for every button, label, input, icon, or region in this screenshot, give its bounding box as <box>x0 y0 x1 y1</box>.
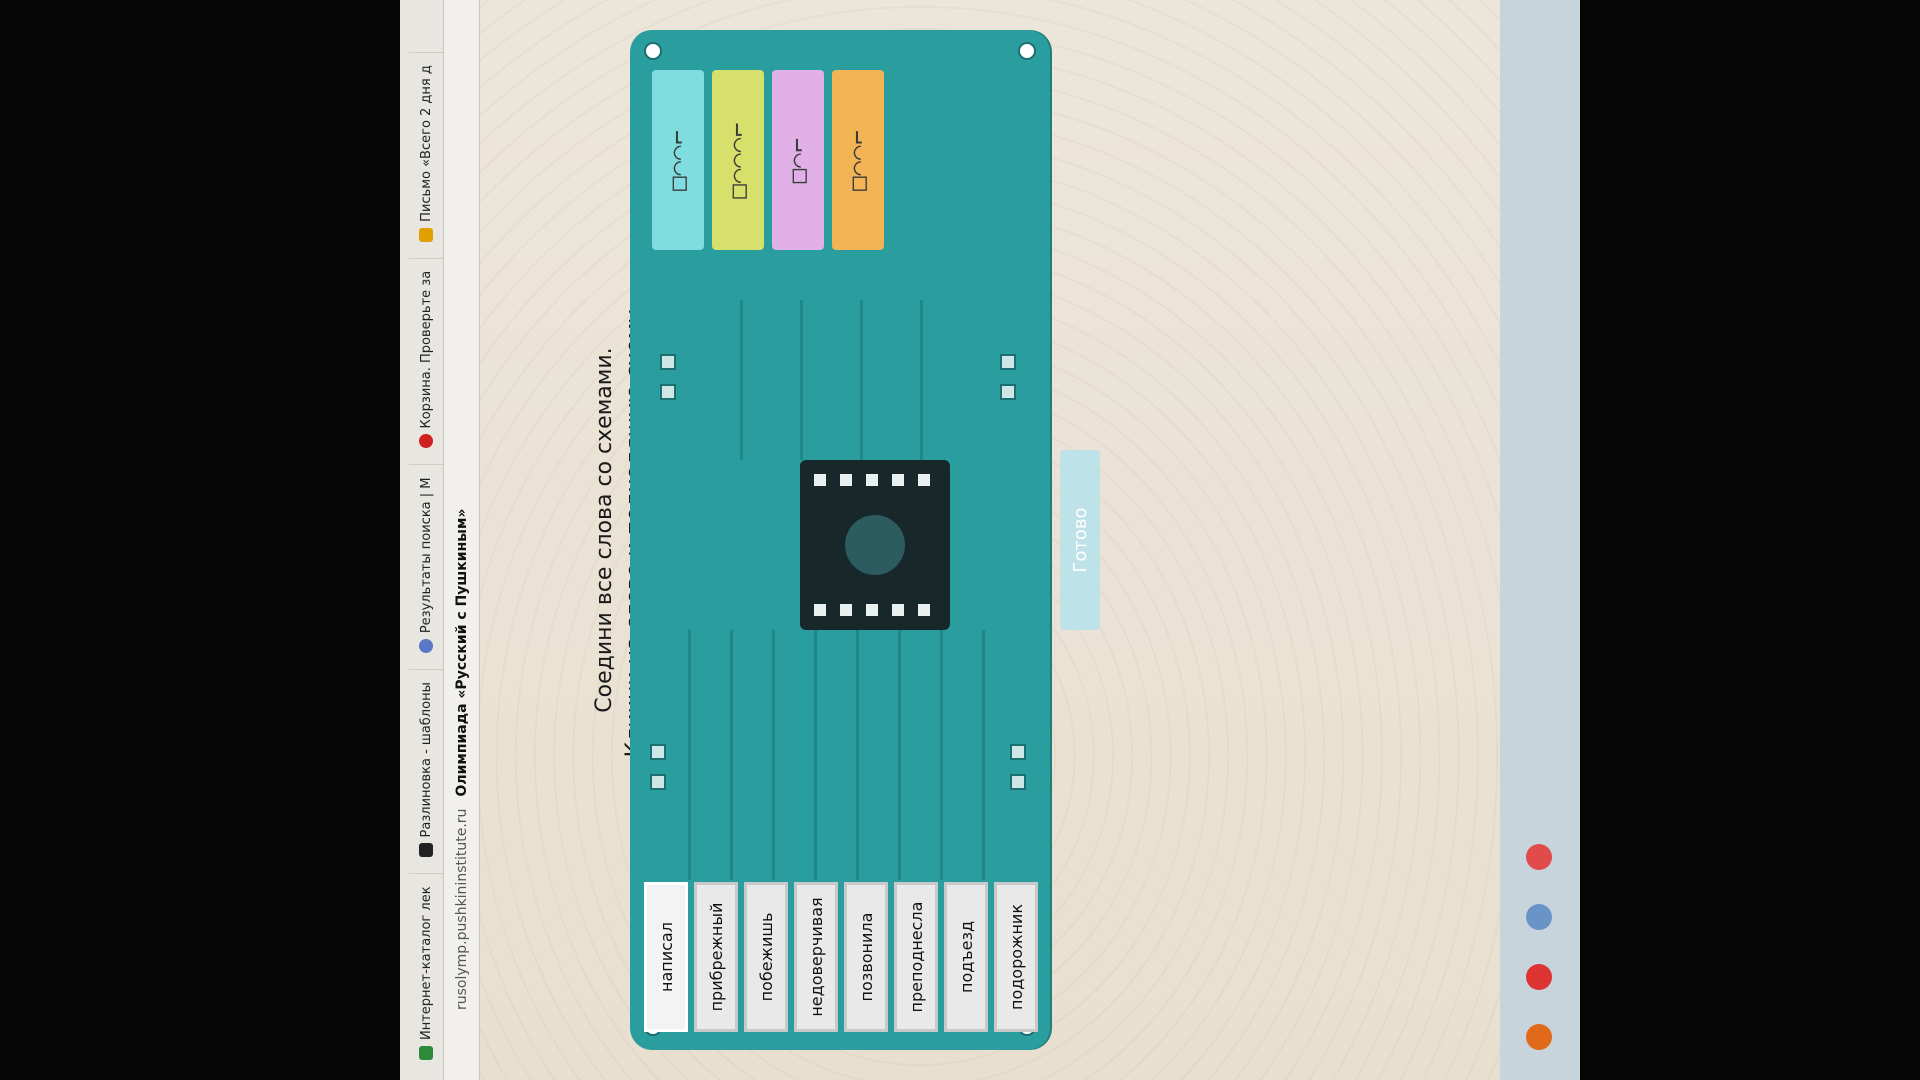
scheme-option-3[interactable]: □⌒⌐ <box>772 70 824 250</box>
board-component <box>650 774 666 790</box>
url-text[interactable]: rusolymp.pushkininstitute.ru <box>453 808 470 1010</box>
chip-pad <box>918 604 930 616</box>
board-component <box>650 744 666 760</box>
word-option[interactable]: подорожник <box>994 882 1038 1032</box>
browser-icon[interactable] <box>1526 1024 1552 1050</box>
circuit-trace <box>688 630 691 880</box>
done-button[interactable]: Готово <box>1060 450 1100 630</box>
tab-favicon-icon <box>419 843 433 858</box>
board-component <box>1010 744 1026 760</box>
circuit-trace <box>856 630 859 880</box>
word-option[interactable]: подъезд <box>944 882 988 1032</box>
mail-icon <box>419 227 433 242</box>
circuit-trace <box>940 630 943 880</box>
browser-tab-catalog[interactable]: Интернет-каталог лек <box>409 873 443 1072</box>
circuit-trace <box>730 630 733 880</box>
circuit-trace <box>800 300 803 460</box>
center-chip <box>800 460 950 630</box>
page-content: Соедини все слова со схемами. Кликни на … <box>480 0 1580 1080</box>
browser-tab-templates[interactable]: Разлиновка - шаблоны <box>409 669 443 870</box>
chip-pad <box>840 474 852 486</box>
monitor-screen: Интернет-каталог лек Разлиновка - шаблон… <box>400 0 1580 1080</box>
word-option[interactable]: побежишь <box>744 882 788 1032</box>
word-option[interactable]: написал <box>644 882 688 1032</box>
word-option[interactable]: позвонила <box>844 882 888 1032</box>
circuit-trace <box>898 630 901 880</box>
robot-logo-icon <box>845 515 905 575</box>
scheme-option-4[interactable]: □⌒⌒⌐ <box>832 70 884 250</box>
browser-tab-bar: Интернет-каталог лек Разлиновка - шаблон… <box>400 0 444 1080</box>
browser-tab-cart[interactable]: Корзина. Проверьте за <box>409 257 443 461</box>
browser-tab-mail[interactable]: Письмо «Всего 2 дня д <box>409 52 443 254</box>
circuit-trace <box>920 300 923 460</box>
scheme-option-1[interactable]: □⌒⌒⌐ <box>652 70 704 250</box>
chip-pad <box>814 474 826 486</box>
instruction-line-1: Соедини все слова со схемами. <box>592 347 617 713</box>
board-hole <box>1018 42 1036 60</box>
word-option[interactable]: преподнесла <box>894 882 938 1032</box>
circuit-trace <box>772 630 775 880</box>
tab-label: Разлиновка - шаблоны <box>418 682 434 838</box>
word-option[interactable]: прибрежный <box>694 882 738 1032</box>
address-bar[interactable]: rusolymp.pushkininstitute.ru Олимпиада «… <box>444 0 480 1080</box>
tab-label: Корзина. Проверьте за <box>418 270 434 429</box>
scheme-option-2[interactable]: □⌒⌒⌒⌐ <box>712 70 764 250</box>
board-component <box>1000 354 1016 370</box>
board-hole <box>644 42 662 60</box>
circuit-trace <box>982 630 985 880</box>
chip-pad <box>866 604 878 616</box>
scheme-pattern: □⌒⌐ <box>784 136 812 184</box>
board-component <box>660 384 676 400</box>
chip-pad <box>918 474 930 486</box>
tab-label: Интернет-каталог лек <box>418 886 434 1040</box>
chip-pad <box>866 474 878 486</box>
tab-label: Результаты поиска | М <box>418 477 434 634</box>
scheme-pattern: □⌒⌒⌐ <box>844 129 872 191</box>
tab-favicon-icon <box>419 1046 433 1060</box>
word-option[interactable]: недоверчивая <box>794 882 838 1032</box>
scheme-pattern: □⌒⌒⌒⌐ <box>724 121 752 199</box>
circuit-board: написал прибрежный побежишь недоверчивая… <box>630 30 1050 1050</box>
browser-tab-search[interactable]: Результаты поиска | М <box>409 464 443 666</box>
yandex-browser-icon[interactable] <box>1526 844 1552 870</box>
board-component <box>1010 774 1026 790</box>
taskbar <box>1500 0 1580 1080</box>
tab-label: Письмо «Всего 2 дня д <box>418 65 434 222</box>
scheme-pattern: □⌒⌒⌐ <box>664 129 692 191</box>
chip-pad <box>892 474 904 486</box>
page-title: Олимпиада «Русский с Пушкиным» <box>453 508 470 797</box>
board-component <box>1000 384 1016 400</box>
chip-pad <box>814 604 826 616</box>
chip-pad <box>892 604 904 616</box>
rotated-browser: Интернет-каталог лек Разлиновка - шаблон… <box>400 0 1580 1080</box>
tab-favicon-icon <box>419 639 433 654</box>
circuit-trace <box>860 300 863 460</box>
board-component <box>660 354 676 370</box>
yandex-icon[interactable] <box>1526 964 1552 990</box>
circuit-trace <box>814 630 817 880</box>
tab-favicon-icon <box>419 434 433 449</box>
folder-icon[interactable] <box>1526 904 1552 930</box>
circuit-trace <box>740 300 743 460</box>
chip-pad <box>840 604 852 616</box>
